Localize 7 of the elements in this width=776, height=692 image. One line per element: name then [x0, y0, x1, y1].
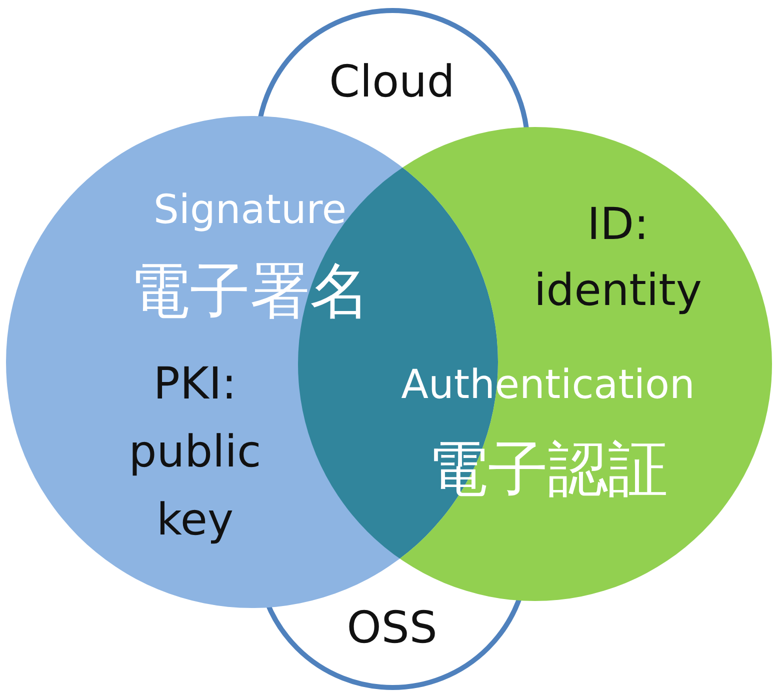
circle-label: ID: identity — [533, 198, 703, 318]
circle-label: 電子署名 — [130, 256, 370, 328]
oss-label: OSS — [346, 602, 438, 656]
cloud-label: Cloud — [329, 56, 455, 110]
circle-label: Signature — [154, 186, 346, 235]
circle-label: PKI: public key — [128, 358, 262, 548]
circle-label: 電子認証 — [428, 434, 668, 506]
